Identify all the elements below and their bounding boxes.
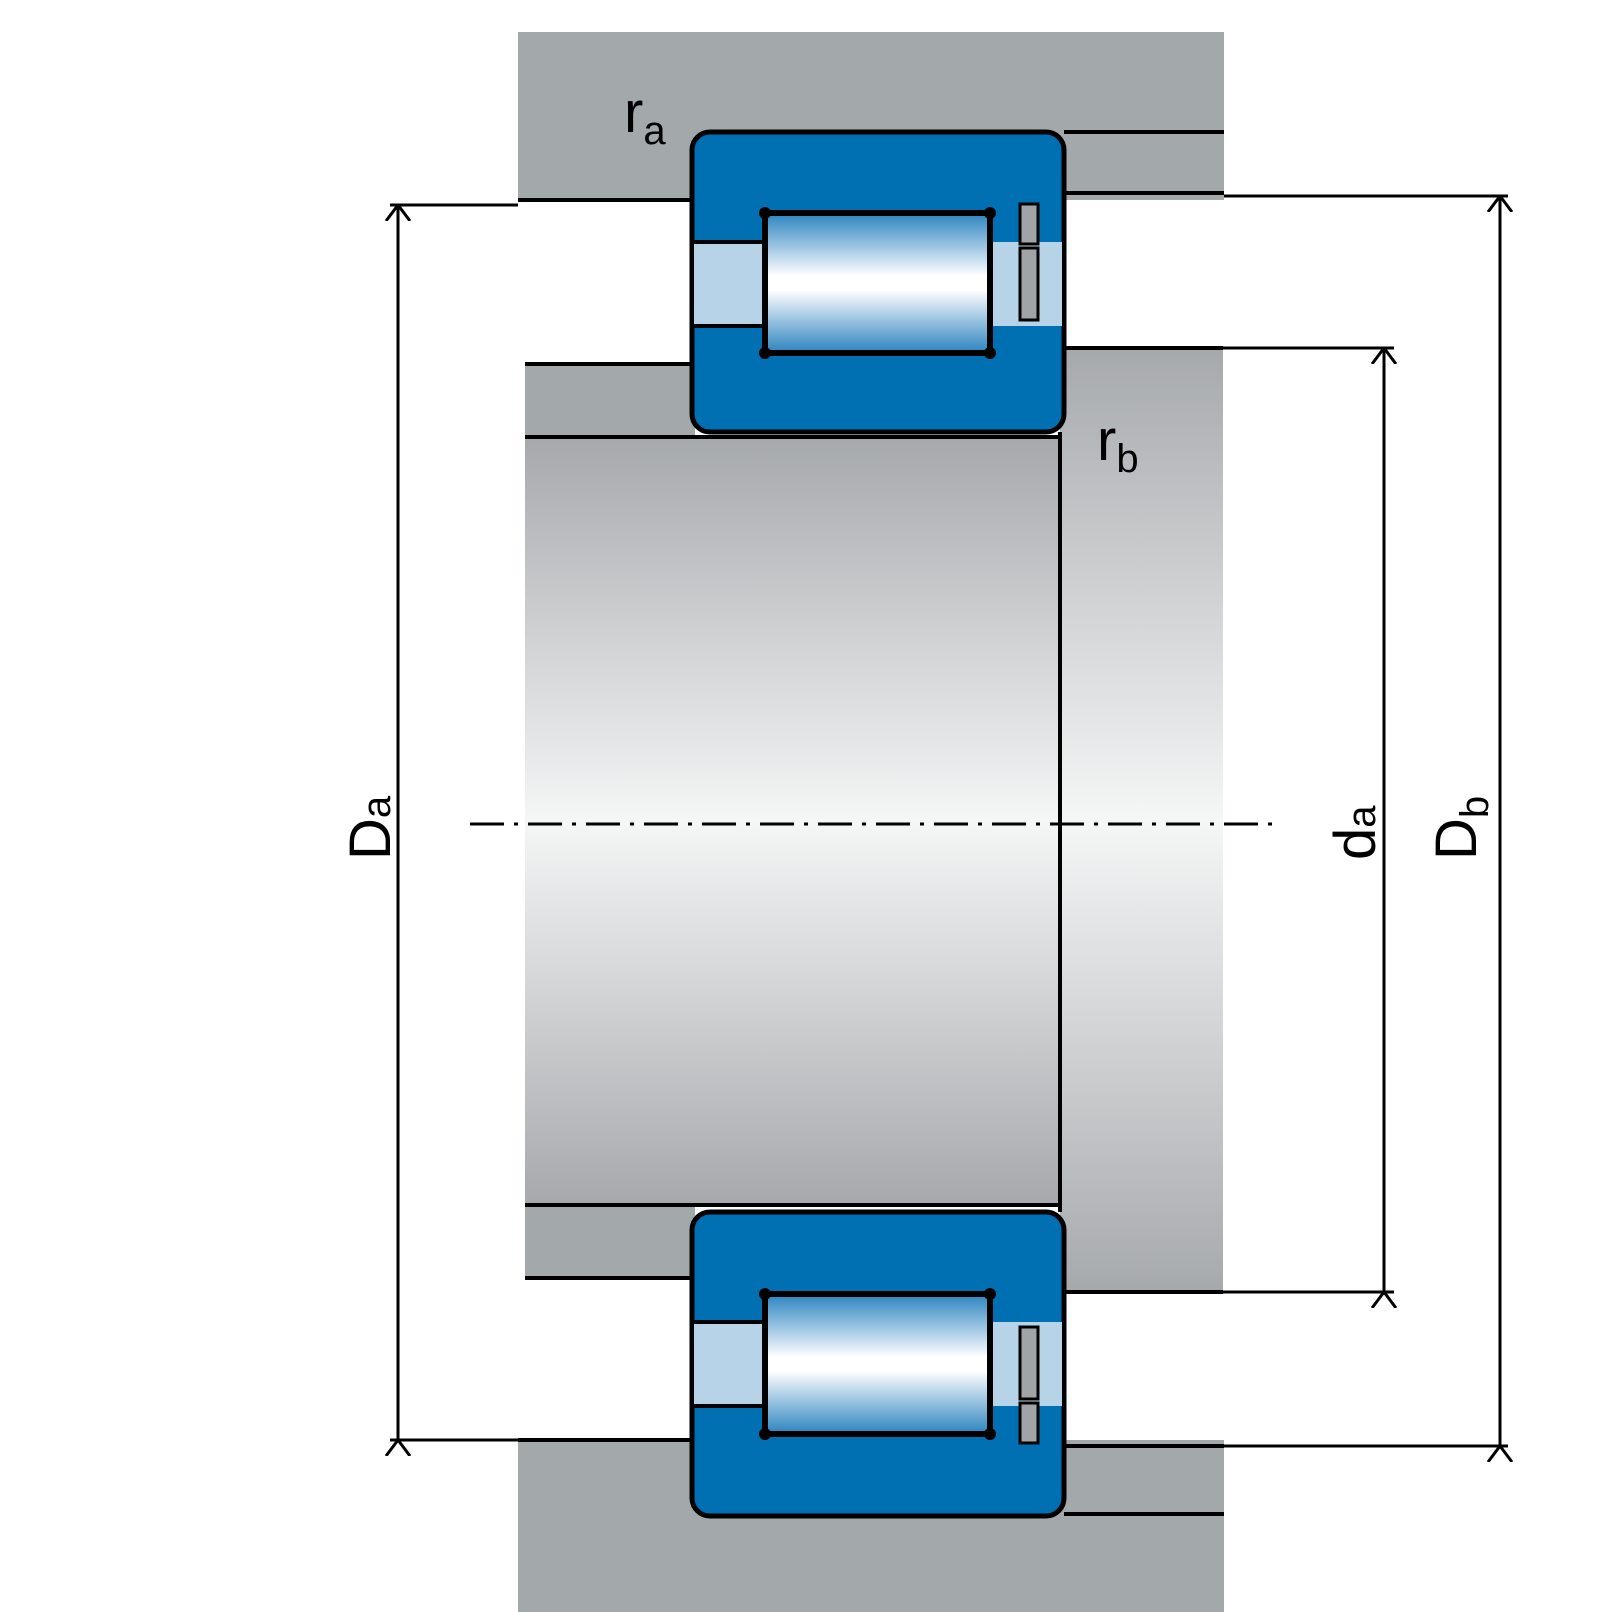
label-ra: ra [624,80,666,153]
roller-top [762,210,993,356]
snap-ring-bottom-a [1018,1325,1040,1401]
snap-ring-top-a [1018,202,1040,246]
roller-bottom [762,1291,993,1437]
label-da: da [1323,805,1388,860]
snap-ring-bottom-b [1018,1401,1040,1445]
label-Db: Db [1424,796,1497,860]
shaft [525,348,1223,1292]
dimension-lines [390,194,1508,1446]
inner-spacer-bottom [525,1205,695,1278]
label-rb: rb [1097,408,1139,481]
outline-lines [518,130,1224,1516]
bearing-section-top [689,129,1067,435]
bearing-section-bottom [689,1209,1067,1519]
label-Da: Da [338,795,403,860]
inner-spacer-top [525,364,695,437]
shaft-shoulder [1060,348,1223,1292]
shaft-body [525,437,1060,1205]
snap-ring-top-b [1018,246,1040,322]
